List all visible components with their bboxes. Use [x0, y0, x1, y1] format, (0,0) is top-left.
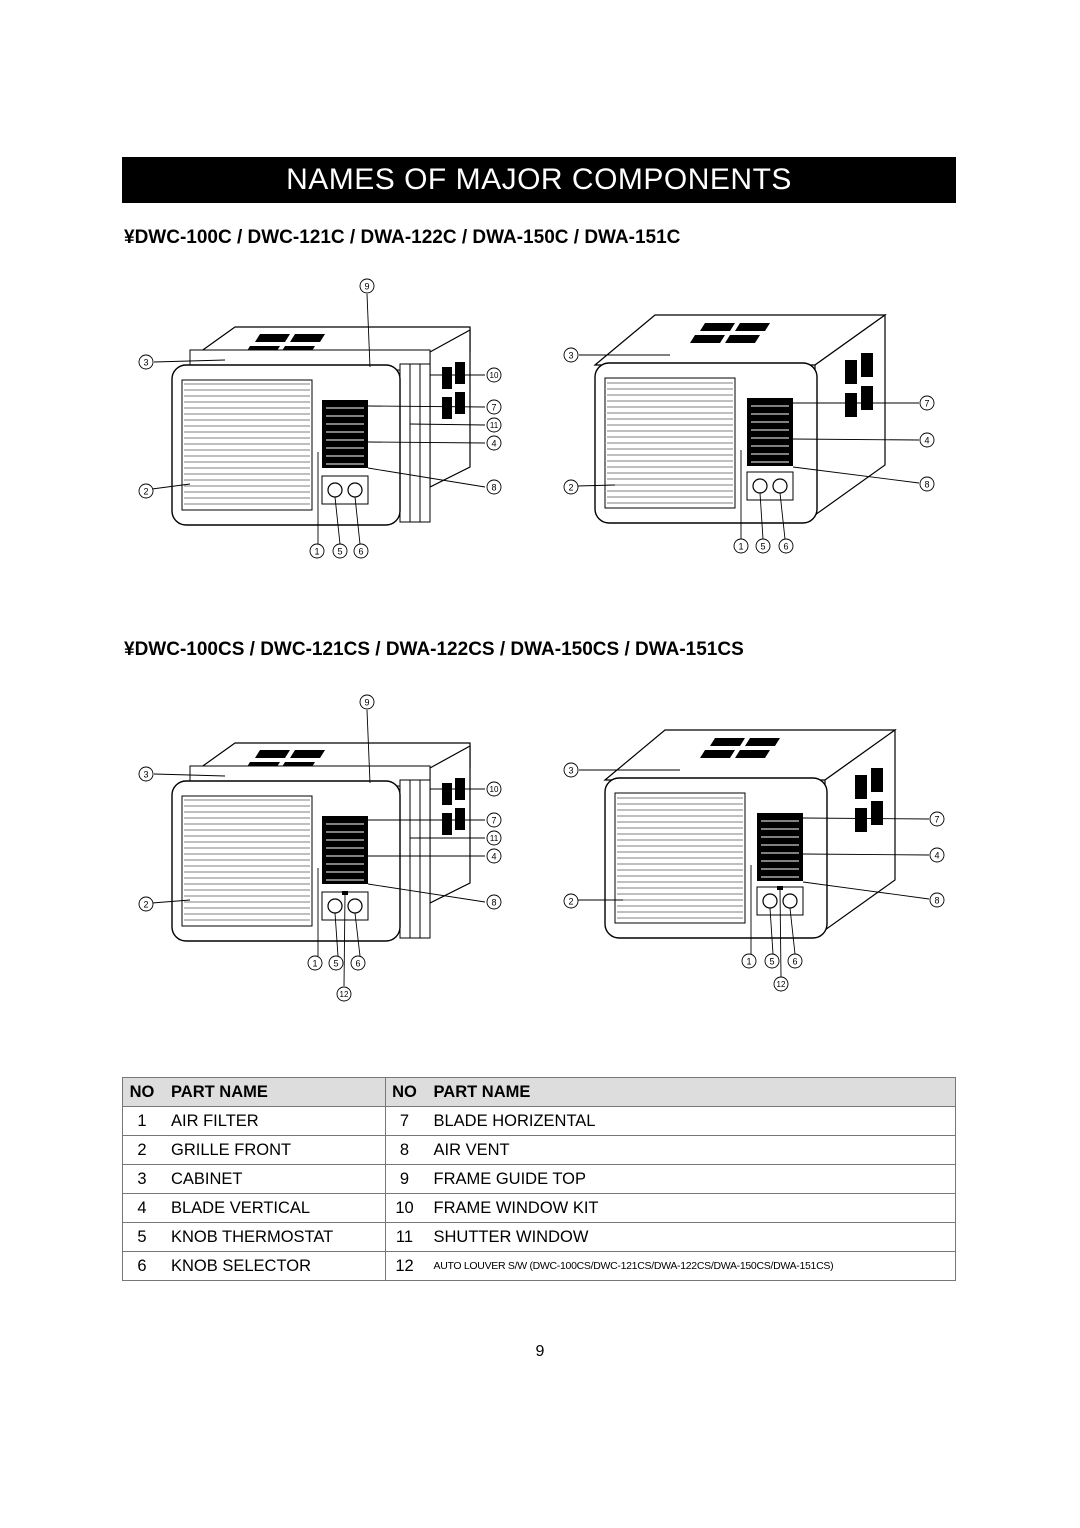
- callout-5: 5: [760, 542, 765, 552]
- callout-12: 12: [340, 990, 349, 999]
- table-header-row: NO PART NAME NO PART NAME: [122, 1077, 956, 1107]
- page-title: NAMES OF MAJOR COMPONENTS: [122, 157, 956, 203]
- part-number: 11: [384, 1222, 424, 1252]
- callout-1: 1: [314, 547, 319, 557]
- callout-8: 8: [491, 483, 496, 493]
- table-row: 4 BLADE VERTICAL 10 FRAME WINDOW KIT: [122, 1193, 956, 1223]
- callout-4: 4: [491, 852, 496, 862]
- part-number: 12: [384, 1251, 424, 1281]
- callout-1: 1: [312, 959, 317, 969]
- callout-11: 11: [490, 834, 499, 843]
- callout-8: 8: [491, 898, 496, 908]
- callout-3: 3: [568, 766, 573, 776]
- callout-3: 3: [143, 358, 148, 368]
- callout-5: 5: [333, 959, 338, 969]
- callout-9: 9: [364, 282, 369, 292]
- part-name: AUTO LOUVER S/W (DWC-100CS/DWC-121CS/DWA…: [423, 1251, 956, 1281]
- callout-2: 2: [143, 487, 148, 497]
- callout-7: 7: [924, 399, 929, 409]
- callout-5: 5: [337, 547, 342, 557]
- section-heading-c-models: ¥DWC-100C / DWC-121C / DWA-122C / DWA-15…: [124, 227, 681, 248]
- header-no: NO: [122, 1077, 161, 1107]
- callout-2: 2: [568, 897, 573, 907]
- unit-diagram-with-window-kit: 9 3 2 10 7 11 4 8 1 5 6: [130, 272, 520, 567]
- table-row: 1 AIR FILTER 7 BLADE HORIZENTAL: [122, 1106, 956, 1136]
- table-row: 5 KNOB THERMOSTAT 11 SHUTTER WINDOW: [122, 1222, 956, 1252]
- callout-9: 9: [364, 698, 369, 708]
- header-no: NO: [384, 1077, 424, 1107]
- table-row: 2 GRILLE FRONT 8 AIR VENT: [122, 1135, 956, 1165]
- part-number: 9: [384, 1164, 424, 1194]
- callout-6: 6: [355, 959, 360, 969]
- part-number: 2: [122, 1135, 161, 1165]
- part-name: FRAME GUIDE TOP: [423, 1164, 956, 1194]
- callout-4: 4: [491, 439, 496, 449]
- callout-1: 1: [746, 957, 751, 967]
- part-name: CABINET: [161, 1164, 385, 1194]
- part-name: FRAME WINDOW KIT: [423, 1193, 956, 1223]
- callout-7: 7: [491, 403, 496, 413]
- callout-8: 8: [924, 480, 929, 490]
- page-number: 9: [535, 1343, 545, 1360]
- callout-12: 12: [777, 980, 786, 989]
- callout-7: 7: [934, 815, 939, 825]
- part-name: AIR VENT: [423, 1135, 956, 1165]
- table-row: 6 KNOB SELECTOR 12 AUTO LOUVER S/W (DWC-…: [122, 1251, 956, 1281]
- part-number: 4: [122, 1193, 161, 1223]
- part-name: GRILLE FRONT: [161, 1135, 385, 1165]
- callout-10: 10: [490, 785, 499, 794]
- part-number: 3: [122, 1164, 161, 1194]
- part-name: KNOB SELECTOR: [161, 1251, 385, 1281]
- callout-1: 1: [738, 542, 743, 552]
- callout-6: 6: [358, 547, 363, 557]
- header-part-name: PART NAME: [423, 1077, 956, 1107]
- part-number: 8: [384, 1135, 424, 1165]
- callout-2: 2: [143, 900, 148, 910]
- callout-7: 7: [491, 816, 496, 826]
- part-name: AIR FILTER: [161, 1106, 385, 1136]
- part-number: 5: [122, 1222, 161, 1252]
- part-name: KNOB THERMOSTAT: [161, 1222, 385, 1252]
- callout-6: 6: [783, 542, 788, 552]
- unit-diagram-standalone-cs: 3 2 7 4 8 1 5 6 12: [555, 720, 950, 1000]
- callout-6: 6: [792, 957, 797, 967]
- callout-3: 3: [568, 351, 573, 361]
- part-name: BLADE VERTICAL: [161, 1193, 385, 1223]
- callout-4: 4: [934, 851, 939, 861]
- callout-11: 11: [490, 421, 499, 430]
- part-name: BLADE HORIZENTAL: [423, 1106, 956, 1136]
- section-heading-cs-models: ¥DWC-100CS / DWC-121CS / DWA-122CS / DWA…: [124, 639, 744, 660]
- unit-diagram-with-window-kit-cs: 9 3 2 10 7 11 4 8 1 5 6 12: [130, 688, 520, 1008]
- callout-10: 10: [490, 371, 499, 380]
- callout-3: 3: [143, 770, 148, 780]
- part-number: 7: [384, 1106, 424, 1136]
- header-part-name: PART NAME: [161, 1077, 385, 1107]
- callout-8: 8: [934, 896, 939, 906]
- parts-table: NO PART NAME NO PART NAME 1 AIR FILTER 7…: [122, 1077, 956, 1281]
- part-number: 10: [384, 1193, 424, 1223]
- part-number: 1: [122, 1106, 161, 1136]
- part-number: 6: [122, 1251, 161, 1281]
- callout-4: 4: [924, 436, 929, 446]
- part-name: SHUTTER WINDOW: [423, 1222, 956, 1252]
- table-row: 3 CABINET 9 FRAME GUIDE TOP: [122, 1164, 956, 1194]
- unit-diagram-standalone: 3 2 7 4 8 1 5 6: [555, 305, 950, 567]
- callout-5: 5: [769, 957, 774, 967]
- callout-2: 2: [568, 483, 573, 493]
